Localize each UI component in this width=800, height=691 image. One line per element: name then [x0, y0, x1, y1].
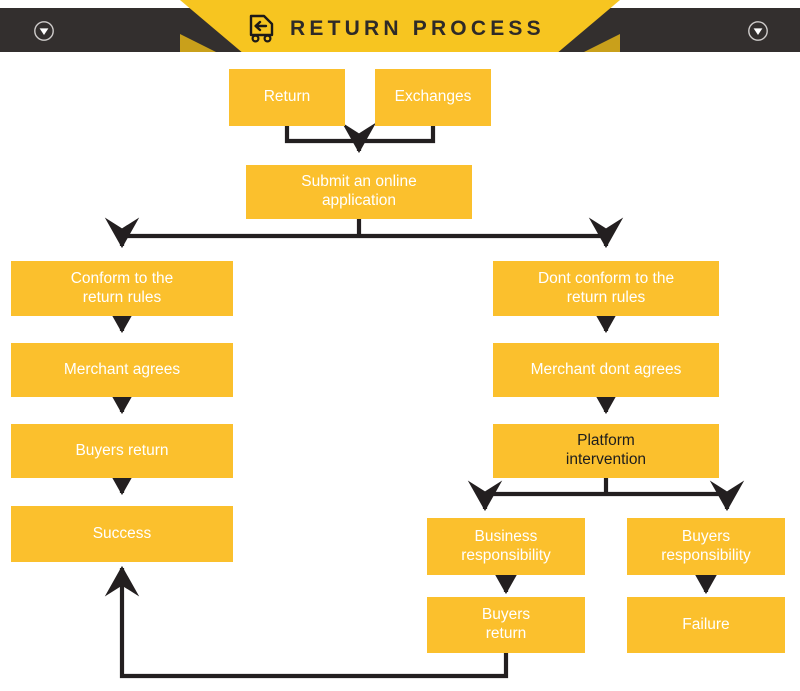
node-failure[interactable]: Failure	[627, 597, 785, 653]
node-merchant-dont-agrees[interactable]: Merchant dont agrees	[493, 343, 719, 397]
node-business-responsibility[interactable]: Business responsibility	[427, 518, 585, 575]
node-merchant-agrees[interactable]: Merchant agrees	[11, 343, 233, 397]
node-success[interactable]: Success	[11, 506, 233, 562]
page-title: RETURN PROCESS	[290, 17, 545, 40]
node-submit-online-application[interactable]: Submit an online application	[246, 165, 472, 219]
return-truck-icon	[249, 14, 274, 43]
node-buyers-responsibility[interactable]: Buyers responsibility	[627, 518, 785, 575]
node-dont-conform-to-return-rules[interactable]: Dont conform to the return rules	[493, 261, 719, 316]
header-ribbon	[180, 0, 620, 52]
node-platform-intervention[interactable]: Platform intervention	[493, 424, 719, 478]
node-return[interactable]: Return	[229, 69, 345, 126]
node-conform-to-return-rules[interactable]: Conform to the return rules	[11, 261, 233, 316]
chevron-down-circle-icon-left[interactable]	[33, 20, 55, 42]
node-buyers-return-left[interactable]: Buyers return	[11, 424, 233, 478]
header-banner: RETURN PROCESS	[0, 0, 800, 58]
node-buyers-return-bottom[interactable]: Buyers return	[427, 597, 585, 653]
chevron-down-circle-icon-right[interactable]	[747, 20, 769, 42]
node-exchanges[interactable]: Exchanges	[375, 69, 491, 126]
